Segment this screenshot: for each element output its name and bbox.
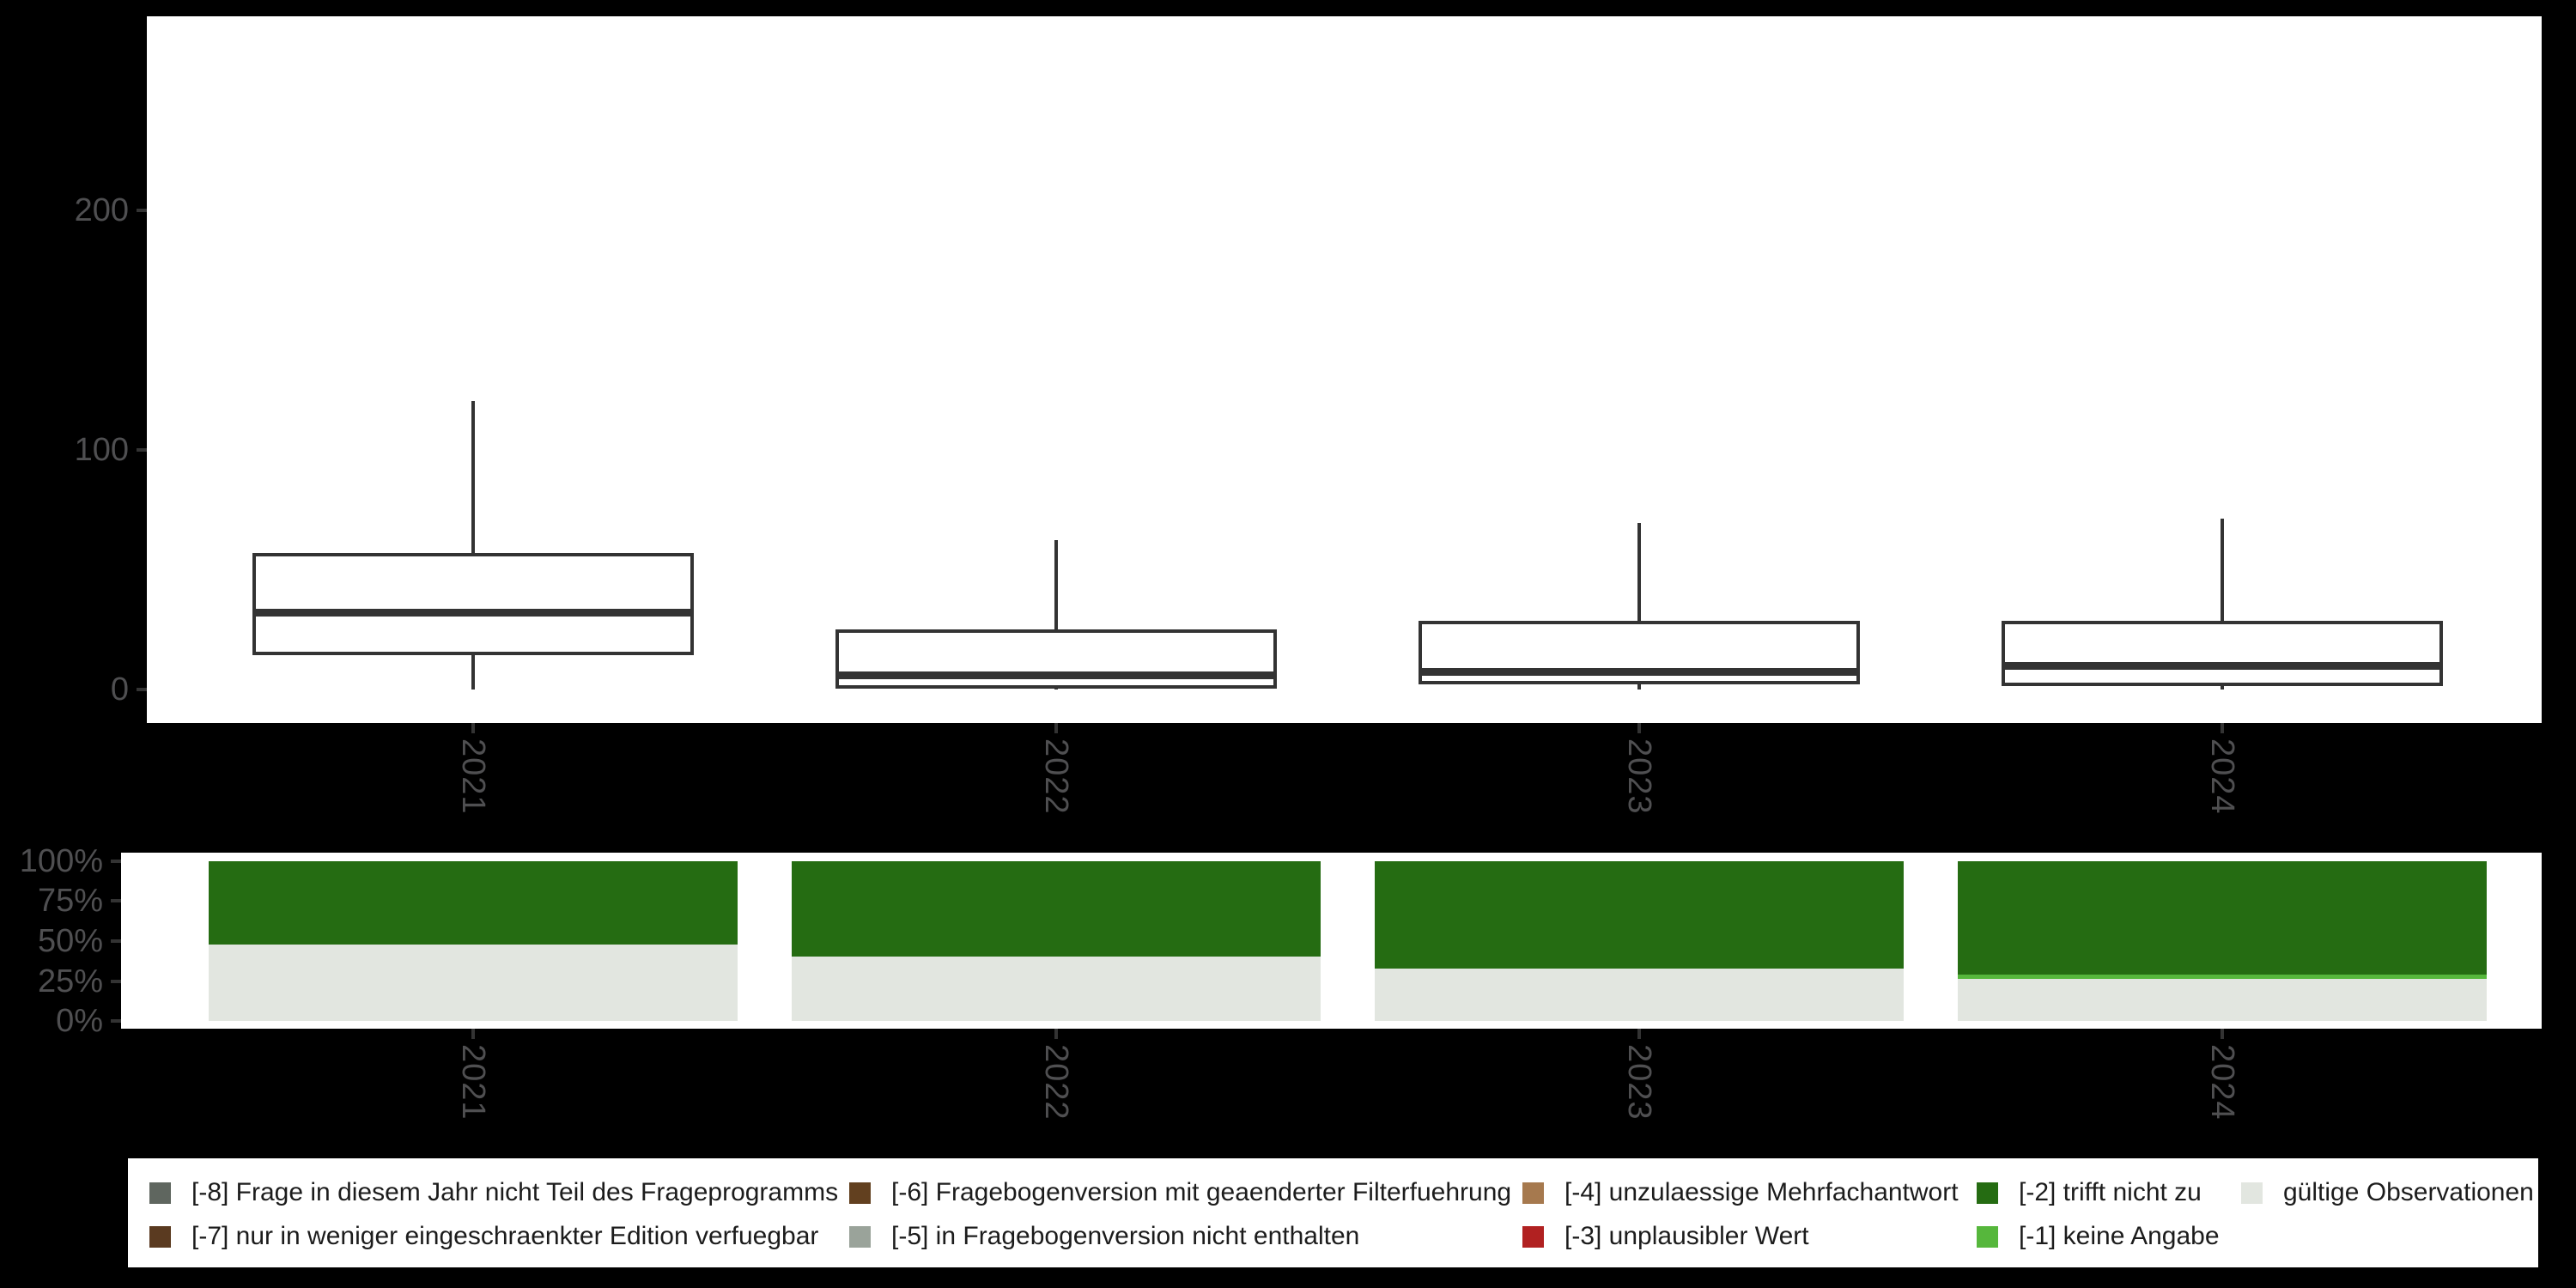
boxplot-lower-whisker (2221, 685, 2224, 690)
legend-item-minus-2: [-2] trifft nicht zu (1977, 1178, 2202, 1206)
percent-axis-tick-label: 25% (37, 963, 103, 999)
boxplot-median (252, 609, 694, 617)
legend-item-minus-7: [-7] nur in weniger eingeschraenkter Edi… (149, 1222, 819, 1250)
percent-axis-tick-label: 0% (56, 1003, 103, 1039)
boxplot-upper-whisker (2221, 518, 2224, 622)
x-axis-tick-label-year: 2022 (1038, 1044, 1074, 1121)
percent-axis-tick (111, 860, 121, 863)
x-axis-tick (471, 723, 475, 733)
boxplot-median (835, 671, 1277, 679)
bar-segment (209, 944, 738, 1022)
percent-axis-tick (111, 939, 121, 943)
legend-label: gültige Observationen (2283, 1178, 2534, 1206)
legend-swatch-minus-5 (849, 1225, 871, 1248)
legend-swatch-minus-2 (1977, 1182, 1998, 1204)
boxplot-median (2002, 661, 2443, 670)
y-axis-tick-label: 0 (110, 671, 129, 708)
boxplot-box (835, 629, 1277, 689)
boxplot-lower-whisker (1637, 684, 1641, 690)
legend-item-valid-observations: gültige Observationen (2241, 1178, 2534, 1206)
legend-swatch-minus-8 (149, 1182, 171, 1204)
x-axis-tick (1637, 723, 1641, 733)
percent-axis-tick-label: 75% (37, 883, 103, 919)
percent-axis-tick (111, 980, 121, 983)
boxplot-median (1419, 667, 1860, 676)
legend-item-minus-1: [-1] keine Angabe (1977, 1222, 2220, 1250)
x-axis-tick (1637, 1029, 1641, 1039)
x-axis-tick-label-year: 2021 (455, 738, 491, 815)
legend-swatch-minus-1 (1977, 1225, 1998, 1248)
x-axis-tick-label-year: 2022 (1038, 738, 1074, 815)
bar-segment (1958, 860, 2487, 975)
legend-item-minus-8: [-8] Frage in diesem Jahr nicht Teil des… (149, 1178, 839, 1206)
legend-swatch-minus-3 (1522, 1225, 1544, 1248)
legend-label: [-3] unplausibler Wert (1564, 1222, 1809, 1250)
x-axis-tick (1054, 1029, 1058, 1039)
y-axis-tick-label: 200 (74, 192, 129, 228)
bar-segment (1958, 975, 2487, 979)
legend-item-minus-4: [-4] unzulaessige Mehrfachantwort (1522, 1178, 1959, 1206)
bar-segment (1958, 978, 2487, 1022)
x-axis-tick-label-year: 2021 (455, 1044, 491, 1121)
legend-swatch-minus-6 (849, 1182, 871, 1204)
x-axis-tick-label-year: 2024 (2204, 738, 2240, 815)
y-axis-tick (137, 448, 147, 452)
percent-axis-tick-label: 100% (19, 843, 103, 879)
x-axis-tick-label-year: 2024 (2204, 1044, 2240, 1121)
boxplot-upper-whisker (471, 400, 475, 553)
bar-segment (209, 860, 738, 945)
boxplot-upper-whisker (1054, 539, 1058, 630)
boxplot-box (2002, 621, 2443, 686)
legend-label: [-6] Fragebogenversion mit geaenderter F… (891, 1178, 1512, 1206)
boxplot-box (252, 552, 694, 655)
legend-panel (128, 1158, 2538, 1267)
boxplot-lower-whisker (1054, 688, 1058, 690)
bar-segment (792, 860, 1321, 957)
legend-label: [-8] Frage in diesem Jahr nicht Teil des… (191, 1178, 839, 1206)
legend-label: [-7] nur in weniger eingeschraenkter Edi… (191, 1222, 819, 1250)
y-axis-tick (137, 209, 147, 212)
y-axis-tick (137, 688, 147, 691)
legend-label: [-5] in Fragebogenversion nicht enthalte… (891, 1222, 1360, 1250)
bar-segment (1375, 860, 1904, 969)
bar-segment (792, 957, 1321, 1022)
legend-item-minus-5: [-5] in Fragebogenversion nicht enthalte… (849, 1222, 1360, 1250)
boxplot-lower-whisker (471, 654, 475, 690)
x-axis-tick-label-year: 2023 (1621, 1044, 1657, 1121)
legend-label: [-2] trifft nicht zu (2019, 1178, 2202, 1206)
legend-label: [-1] keine Angabe (2019, 1222, 2220, 1250)
legend-item-minus-6: [-6] Fragebogenversion mit geaenderter F… (849, 1178, 1512, 1206)
legend-swatch-minus-4 (1522, 1182, 1544, 1204)
boxplot-upper-whisker (1637, 523, 1641, 622)
y-axis-tick-label: 100 (74, 432, 129, 468)
x-axis-tick (1054, 723, 1058, 733)
legend-item-minus-3: [-3] unplausibler Wert (1522, 1222, 1809, 1250)
percent-axis-tick-label: 50% (37, 923, 103, 959)
x-axis-tick (2221, 1029, 2224, 1039)
bar-segment (1375, 969, 1904, 1022)
legend-label: [-4] unzulaessige Mehrfachantwort (1564, 1178, 1959, 1206)
percent-axis-tick (111, 1019, 121, 1023)
x-axis-tick (2221, 723, 2224, 733)
x-axis-tick (471, 1029, 475, 1039)
legend-swatch-minus-7 (149, 1225, 171, 1248)
percent-axis-tick (111, 899, 121, 902)
legend-swatch-valid-observations (2241, 1182, 2263, 1204)
x-axis-tick-label-year: 2023 (1621, 738, 1657, 815)
